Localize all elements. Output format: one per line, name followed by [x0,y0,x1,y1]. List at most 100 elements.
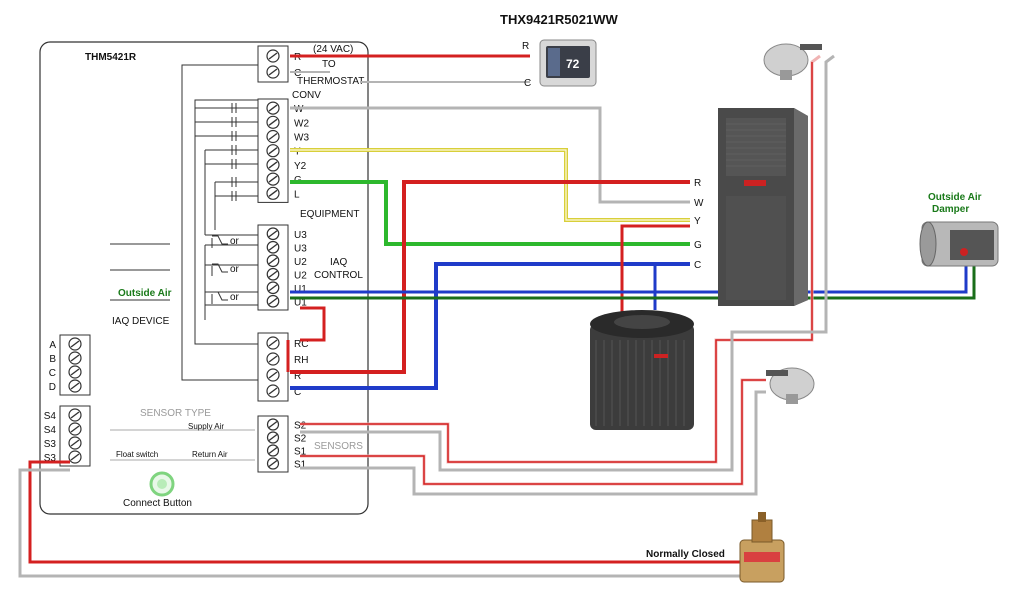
outside-air-label: Outside Air [118,288,172,299]
connect-button-led [157,479,167,489]
terminal-label: S4 [44,425,57,436]
terminal-label: S1 [294,447,307,458]
terminal-screw-slot [70,425,80,433]
terminal-screw-slot [70,439,80,447]
terminal-screw-slot [268,446,278,455]
terminal-screw-slot [268,189,278,197]
terminal-label: C [294,387,301,398]
terminal-label: L [294,189,300,200]
terminal-screw-slot [268,297,278,305]
terminal-screw-slot [268,147,278,155]
terminal-label: Y2 [294,161,307,172]
furnace-terminal-w: W [694,198,704,209]
terminal-screw-slot [268,68,278,76]
vac-label: (24 VAC) [313,44,353,55]
supply-air-label: Supply Air [188,422,224,431]
terminal-label: U3 [294,243,307,254]
float-switch-label: Float switch [116,450,158,459]
sensors-label: SENSORS [314,441,363,452]
wire-c [290,262,690,390]
terminal-screw-slot [268,104,278,112]
wire-condenser-r [620,224,690,312]
terminal-screw-slot [70,340,80,348]
to-label: TO [322,59,336,70]
wire-w [290,106,690,204]
iaq-device-label: IAQ DEVICE [112,316,170,327]
control-label: CONTROL [314,270,363,281]
wire-g [290,180,690,246]
terminal-label: U3 [294,230,307,241]
wire-supply-grey [300,54,835,472]
furnace-terminal-r: R [694,178,701,189]
terminal-screw-slot [268,284,278,292]
terminal-label: S3 [44,453,57,464]
terminal-screw-slot [268,355,278,363]
terminal-label: U1 [294,297,307,308]
terminal-label: S3 [44,439,57,450]
damper-label-1: Outside Air [928,192,982,203]
terminal-screw-slot [70,368,80,376]
terminal-label: W [294,104,304,115]
terminal-screw-slot [70,453,80,461]
terminal-screw-slot [268,118,278,126]
terminal-screw-slot [70,382,80,390]
damper-label-2: Damper [932,204,969,215]
terminal-label: B [49,354,56,365]
terminal-label: S4 [44,411,57,422]
terminal-label: S2 [294,421,307,432]
terminal-label: R [294,371,301,382]
thermostat-display: 72 [566,57,580,71]
terminal-screw-slot [268,161,278,169]
terminal-label: S1 [294,460,307,471]
terminal-screw-slot [268,270,278,278]
terminal-screw-slot [268,371,278,379]
terminal-screw-slot [268,387,278,395]
outside-air-dashes [110,243,170,301]
terminal-label: W3 [294,133,309,144]
terminal-label: C [294,68,301,79]
terminal-screw-slot [70,354,80,362]
relay-contacts [231,103,237,201]
terminal-label: D [49,382,56,393]
furnace-terminal-c: C [694,260,701,271]
thermostat-label: THERMOSTAT [297,76,364,87]
sensor-type-label: SENSOR TYPE [140,408,211,419]
conv-label: CONV [292,90,321,101]
thermostat-c-label: C [524,78,531,89]
outside-air-damper [919,221,999,267]
terminal-block-thermostat: RC [257,45,301,83]
wires [18,54,976,578]
terminal-label: C [49,368,56,379]
terminal-screw-slot [268,433,278,442]
wire-r [290,180,690,374]
terminal-screw-slot [268,132,278,141]
terminal-screw-slot [268,339,278,347]
terminal-label: U2 [294,270,307,281]
terminal-screw-slot [268,459,278,468]
iaq-label: IAQ [330,257,347,268]
wire-supply-red-inner [300,62,813,463]
wire-float-red [28,460,762,564]
wire-float-grey [18,468,762,578]
or-label-3: or [230,292,240,303]
normally-closed-label: Normally Closed [646,549,725,560]
or-label-2: or [230,264,240,275]
terminal-label: W2 [294,118,309,129]
wire-u1-jumper [300,306,326,342]
terminal-screw-slot [268,257,278,265]
terminal-screw-slot [268,230,278,238]
diagram-title: THX9421R5021WW [500,12,618,27]
return-air-sensor [766,367,815,404]
wire-u1-blue [290,262,968,294]
terminal-screw-slot [70,411,80,419]
furnace-terminal-g: G [694,240,702,251]
terminal-label: S2 [294,434,307,445]
condenser-unit [590,310,694,430]
wire-condenser-c [653,262,690,310]
